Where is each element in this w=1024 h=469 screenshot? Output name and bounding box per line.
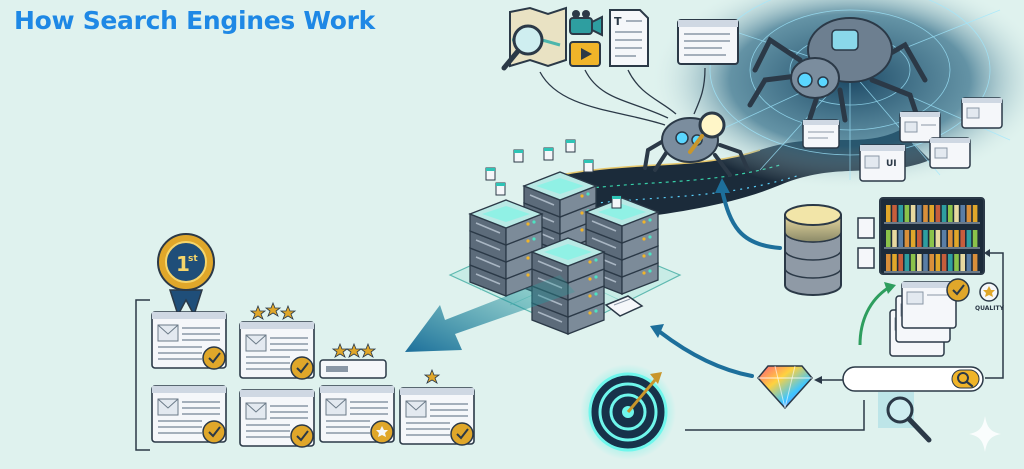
result-page-card bbox=[151, 385, 227, 444]
check-badge-icon bbox=[450, 422, 474, 446]
result-page-card bbox=[239, 321, 315, 380]
gem-to-servers-arrow bbox=[650, 324, 754, 378]
check-badge-icon bbox=[202, 346, 226, 370]
star-badge-icon bbox=[370, 420, 394, 444]
crawled-page-card bbox=[961, 97, 1003, 129]
ranked-results-grid bbox=[151, 311, 475, 448]
check-badge-icon bbox=[290, 356, 314, 380]
text-icon-letter: T bbox=[614, 15, 622, 28]
database-icon bbox=[784, 204, 842, 296]
check-badge-icon bbox=[290, 424, 314, 448]
result-page-card bbox=[319, 385, 395, 444]
library-bookshelf-icon bbox=[879, 197, 985, 275]
ui-tag-label: UI bbox=[886, 159, 897, 169]
result-page-card bbox=[151, 311, 227, 370]
text-document-icon: T bbox=[609, 9, 649, 67]
page-title: How Search Engines Work bbox=[14, 6, 375, 35]
crawled-page-card: UI bbox=[859, 144, 906, 182]
magnifier-icon bbox=[878, 392, 932, 443]
search-bar[interactable] bbox=[842, 366, 984, 392]
gem-icon bbox=[757, 365, 813, 410]
map-search-icon bbox=[501, 6, 567, 71]
first-place-rosette-icon: 1 st bbox=[157, 233, 215, 317]
results-bracket-line bbox=[135, 299, 150, 451]
sparkle-icon bbox=[969, 416, 1001, 452]
video-camera-icon bbox=[569, 10, 603, 37]
server-tower bbox=[468, 199, 544, 297]
target-connector-line bbox=[685, 400, 865, 431]
search-icon[interactable] bbox=[957, 372, 974, 388]
crawler-spider-large-icon bbox=[747, 17, 928, 128]
crawled-page-card bbox=[929, 137, 971, 169]
data-chip bbox=[611, 195, 622, 209]
data-chip bbox=[543, 147, 554, 161]
feedback-bracket-line bbox=[984, 249, 1004, 379]
data-chip bbox=[513, 149, 524, 163]
quality-star-badge-icon bbox=[979, 282, 999, 302]
server-tower bbox=[584, 197, 660, 295]
rank-first-suffix: st bbox=[188, 254, 198, 264]
data-chip bbox=[485, 167, 496, 181]
quality-upward-arrow bbox=[858, 282, 896, 346]
quality-page-card bbox=[901, 281, 957, 329]
one-star-rating-icon bbox=[423, 368, 441, 384]
web-page-icon bbox=[677, 19, 739, 65]
data-chip bbox=[565, 139, 576, 153]
crawled-page-card bbox=[899, 111, 941, 143]
crawler-spider-small-icon bbox=[643, 111, 750, 177]
three-star-rating-icon bbox=[331, 342, 377, 358]
media-connector-lines bbox=[539, 67, 706, 126]
results-flow-arrow bbox=[405, 275, 575, 352]
rank-first-number: 1 bbox=[176, 252, 190, 276]
three-star-rating-icon bbox=[249, 301, 297, 320]
crawled-page-card bbox=[802, 119, 840, 149]
result-page-card bbox=[239, 389, 315, 448]
search-pointer-line bbox=[814, 376, 843, 384]
data-chip bbox=[583, 159, 594, 173]
data-chip bbox=[495, 182, 506, 196]
index-tablet-icon bbox=[604, 295, 644, 317]
quality-label: QUALITY bbox=[975, 305, 1005, 312]
target-bullseye-icon bbox=[580, 364, 676, 460]
indexing-curve-arrow bbox=[715, 178, 782, 250]
video-play-icon bbox=[569, 41, 601, 67]
quality-check-badge-icon bbox=[946, 278, 970, 302]
result-page-card bbox=[399, 387, 475, 446]
check-badge-icon bbox=[202, 420, 226, 444]
search-snippet-box bbox=[319, 359, 387, 379]
